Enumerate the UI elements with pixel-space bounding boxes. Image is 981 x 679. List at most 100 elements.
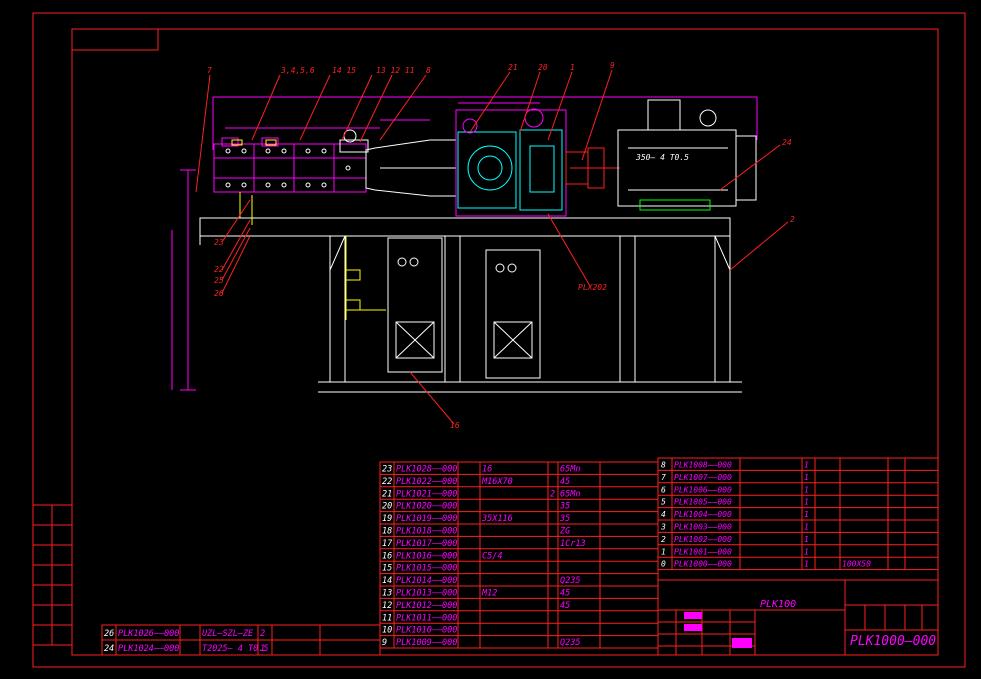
bom-item-material: ZG [559,527,570,537]
bom-item-material: 35 [559,514,570,524]
bom-item-no: 8 [661,461,666,470]
bom-item-qty: 1 [804,485,809,494]
bom-item-code: PLK1010——000 [396,626,457,636]
callout: 16 [450,421,460,430]
bom-item-spec: C5/4 [482,551,502,561]
bom-item-code: PLK1002——000 [674,535,732,544]
bom-item-qty: 1 [804,523,809,532]
bom-item-code: PLK1008——000 [674,461,732,470]
callout: PLX202 [578,283,607,292]
callout: 23 [214,238,224,247]
bom-item-qty: 1 [804,535,809,544]
bom-item-spec: T2025— 4 T0.5 [202,644,269,654]
callout: 21 [508,63,518,72]
bom-item-material: 65Mn [560,489,580,499]
bom-item-no: 7 [661,473,666,482]
callout: 8 [426,66,431,75]
bom-item-code: PLK1028——000 [396,465,457,475]
bom-item-spec: 100X50 [842,560,871,569]
bom-item-material: 45 [560,589,570,599]
callout: 22 [214,265,224,274]
title-block: PLK100 PLK1000—000 [657,579,939,656]
bom-item-no: 18 [382,527,392,537]
bom-item-material: 35 [559,502,570,512]
bom-item-no: 19 [382,514,392,524]
bom-item-no: 5 [661,498,666,507]
bom-item-spec: 16 [482,465,492,475]
bom-item-code: PLK1020——000 [396,502,457,512]
extruder-assembly [171,69,789,425]
bom-item-code: PLK1018——000 [396,527,457,537]
bom-item-code: PLK1004——000 [674,510,732,519]
bom-item-no: 1 [661,547,666,556]
callout: 9 [610,61,615,70]
bom-item-no: 22 [382,477,392,487]
bom-item-spec: UZL—SZL—ZE [202,629,254,639]
bom-item-no: 17 [382,539,393,549]
callout: 2 [790,215,795,224]
bom-item-code: PLK1006——000 [674,485,732,494]
bom-item-qty: 1 [260,644,265,654]
bom-item-material: 65Mn [560,465,580,475]
bom-item-material: Q235 [560,576,580,586]
bom-item-no: 3 [660,523,666,532]
bom-item-code: PLK1024——000 [118,644,179,654]
bom-item-code: PLK1005——000 [674,498,732,507]
bom-item-code: PLK1013——000 [396,589,457,599]
bom-item-no: 11 [382,613,392,623]
callout: 3,4,5,6 [280,66,315,75]
bom-table-left: 23 PLK1028——000 16 65Mn 22 PLK1022——000 M16X70… [379,461,659,649]
bom-item-no: 14 [382,576,392,586]
bom-item-qty: 1 [804,461,809,470]
bom-item-spec: M12 [481,589,497,599]
bom-item-qty: 1 [804,560,809,569]
bom-item-code: PLK1017——000 [396,539,457,549]
left-margin-stamps [32,504,73,646]
bom-item-qty: 1 [804,473,809,482]
callout: 26 [214,289,224,298]
motor-label: 350— 4 T0.5 [635,153,689,162]
bom-item-no: 23 [382,465,392,475]
bom-item-code: PLK1001——000 [674,547,732,556]
callout-labels: 7 3,4,5,6 14 15 13 12 11 8 21 20 1 9 24 … [207,61,795,430]
bom-item-material: 1Cr13 [560,539,586,549]
bom-item-code: PLK1026——000 [118,629,179,639]
bom-item-material: Q235 [560,638,580,648]
bom-item-spec: M16X70 [481,477,513,487]
bom-item-no: 0 [661,560,666,569]
bom-item-code: PLK1016——000 [396,551,457,561]
bom-item-no: 21 [382,489,392,499]
drawing-number: PLK1000—000 [850,634,936,649]
bom-item-no: 4 [661,510,666,519]
bom-table-right: 8 PLK1008——000 1 7 PLK1007——000 1 6 PLK1006——00… [657,457,939,571]
bom-item-qty: 1 [804,547,809,556]
bom-item-code: PLK1003——000 [674,523,732,532]
bom-item-no: 15 [382,564,392,574]
bom-item-no: 2 [661,535,666,544]
bom-item-code: PLK1014——000 [396,576,457,586]
bom-item-no: 24 [104,644,114,654]
bom-item-no: 9 [382,638,387,648]
bom-item-material: 45 [560,477,570,487]
bom-item-code: PLK1019——000 [396,514,457,524]
callout: 1 [570,63,575,72]
bom-item-no: 6 [661,485,666,494]
bom-item-no: 13 [382,589,392,599]
bom-item-code: PLK1021——000 [396,489,457,499]
bom-item-no: 16 [382,551,392,561]
bom-item-no: 20 [382,502,392,512]
bom-item-code: PLK1015——000 [396,564,457,574]
bom-item-qty: 1 [804,498,809,507]
callout: 7 [207,66,212,75]
callout: 13 12 11 [376,66,415,75]
callout: 20 [538,63,548,72]
bom-item-code: PLK1022——000 [396,477,457,487]
bom-item-spec: 35X116 [481,514,513,524]
bom-item-code: PLK1007——000 [674,473,732,482]
bom-item-code: PLK1000——000 [674,560,732,569]
callout: 24 [782,138,792,147]
bom-item-code: PLK1009——000 [396,638,457,648]
bom-item-no: 10 [382,626,392,636]
